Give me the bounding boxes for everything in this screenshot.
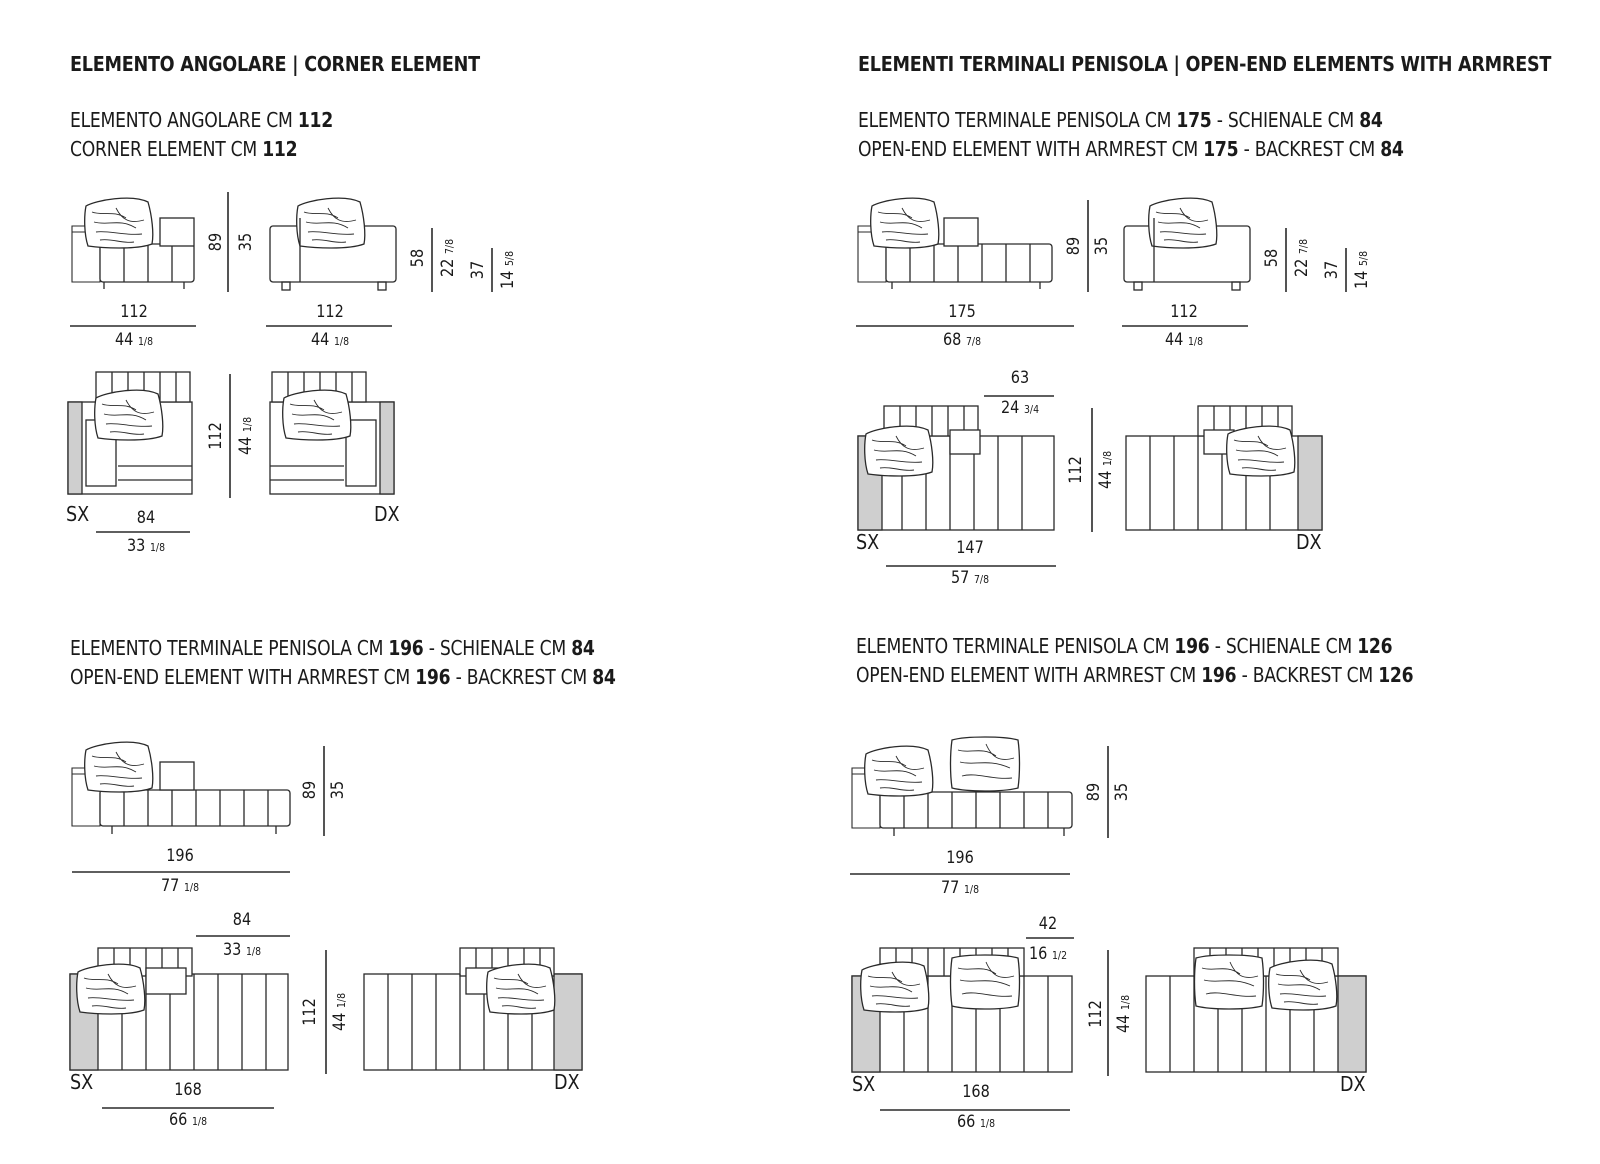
dim-depth-44-inch-175: 44 1/8 — [1096, 450, 1116, 490]
dim-back-16-inch: 16 1/2 — [1028, 944, 1068, 964]
corner-side-view-right — [269, 197, 397, 291]
dim-height-37-175: 37 — [1322, 260, 1342, 280]
dim-depth-112-126: 112 — [1086, 1000, 1106, 1028]
heading-corner-element: ELEMENTO ANGOLARE | CORNER ELEMENT — [70, 52, 480, 76]
dim-width-147: 147 — [956, 538, 984, 558]
dim-back-42: 42 — [1038, 914, 1058, 934]
corner-dim-lines — [70, 192, 493, 533]
label-sx-corner: SX — [66, 502, 90, 526]
dim-width-44-inch: 44 1/8 — [114, 330, 154, 350]
open-end-196-84-side-view — [71, 741, 291, 834]
dim-height-37: 37 — [468, 260, 488, 280]
dim-back-33-inch: 33 1/8 — [222, 940, 262, 960]
dim-back-84: 84 — [232, 910, 252, 930]
open-end-175-top-view-dx — [1125, 405, 1323, 531]
dim-height-89-175: 89 — [1064, 236, 1084, 256]
dim-back-24-inch: 24 3/4 — [1000, 398, 1040, 418]
label-dx-corner: DX — [374, 502, 400, 526]
corner-top-view-dx — [269, 371, 395, 495]
dim-width-175: 175 — [948, 302, 976, 322]
open-end-196-84-top-view-dx — [363, 947, 583, 1071]
dim-height-22-inch-175: 22 7/8 — [1292, 238, 1312, 278]
dim-width-168-126: 168 — [962, 1082, 990, 1102]
caption-175-en: OPEN-END ELEMENT WITH ARMREST CM 175 - B… — [858, 137, 1404, 161]
dim-width-196-126: 196 — [946, 848, 974, 868]
caption-196-84-en: OPEN-END ELEMENT WITH ARMREST CM 196 - B… — [70, 665, 616, 689]
caption-175-it: ELEMENTO TERMINALE PENISOLA CM 175 - SCH… — [858, 108, 1383, 132]
open-end-175-side-view — [857, 197, 1053, 289]
open-end-175-dim-lines — [856, 200, 1347, 567]
open-end-196-126-dim-lines — [850, 746, 1109, 1111]
caption-open-end-196-126: ELEMENTO TERMINALE PENISOLA CM 196 - SCH… — [856, 632, 1414, 690]
label-dx-196-126: DX — [1340, 1072, 1366, 1096]
caption-196-126-it: ELEMENTO TERMINALE PENISOLA CM 196 - SCH… — [856, 634, 1393, 658]
corner-top-view-sx — [67, 371, 193, 495]
dim-width-66-inch-126: 66 1/8 — [956, 1112, 996, 1132]
dim-height-89: 89 — [206, 232, 226, 252]
dim-width-66-inch: 66 1/8 — [168, 1110, 208, 1130]
dim-height-22-inch: 22 7/8 — [438, 238, 458, 278]
dim-height-35-196: 35 — [328, 780, 348, 800]
dim-height-58: 58 — [408, 248, 428, 268]
dim-depth-44-inch-126: 44 1/8 — [1114, 994, 1134, 1034]
dim-height-58-175: 58 — [1262, 248, 1282, 268]
dim-seat-84: 84 — [136, 508, 156, 528]
dim-width-44-inch-b: 44 1/8 — [310, 330, 350, 350]
dim-width-77-inch: 77 1/8 — [160, 876, 200, 896]
dim-width-112-175: 112 — [1170, 302, 1198, 322]
open-end-196-126-top-view-sx — [851, 947, 1073, 1073]
dim-width-196: 196 — [166, 846, 194, 866]
label-sx-196-126: SX — [852, 1072, 876, 1096]
dim-width-77-inch-126: 77 1/8 — [940, 878, 980, 898]
open-end-175-side-view-back — [1123, 197, 1251, 291]
dim-height-35-175: 35 — [1092, 236, 1112, 256]
dim-depth-112: 112 — [206, 422, 226, 450]
dim-height-89-196: 89 — [300, 780, 320, 800]
dim-depth-44-inch: 44 1/8 — [236, 416, 256, 456]
open-end-196-84-dim-lines — [72, 746, 327, 1109]
caption-corner: ELEMENTO ANGOLARE CM 112 CORNER ELEMENT … — [70, 106, 333, 164]
caption-corner-it: ELEMENTO ANGOLARE CM 112 — [70, 108, 333, 132]
caption-196-84-it: ELEMENTO TERMINALE PENISOLA CM 196 - SCH… — [70, 636, 595, 660]
dim-width-68-inch: 68 7/8 — [942, 330, 982, 350]
dim-width-112: 112 — [120, 302, 148, 322]
label-sx-196-84: SX — [70, 1070, 94, 1094]
dim-width-112-b: 112 — [316, 302, 344, 322]
dim-width-44-inch-175: 44 1/8 — [1164, 330, 1204, 350]
open-end-196-84-top-view-sx — [69, 947, 289, 1071]
dim-height-14-inch: 14 5/8 — [498, 250, 518, 290]
dim-width-57-inch: 57 7/8 — [950, 568, 990, 588]
dim-seat-33-inch: 33 1/8 — [126, 536, 166, 556]
corner-side-view-left — [71, 197, 195, 289]
label-dx-175: DX — [1296, 530, 1322, 554]
open-end-196-126-top-view-dx — [1145, 947, 1367, 1073]
dim-height-89-126: 89 — [1084, 782, 1104, 802]
caption-open-end-196-84: ELEMENTO TERMINALE PENISOLA CM 196 - SCH… — [70, 634, 616, 692]
label-sx-175: SX — [856, 530, 880, 554]
caption-196-126-en: OPEN-END ELEMENT WITH ARMREST CM 196 - B… — [856, 663, 1414, 687]
caption-corner-en: CORNER ELEMENT CM 112 — [70, 137, 298, 161]
dim-depth-112-175: 112 — [1066, 456, 1086, 484]
open-end-196-126-side-view — [851, 736, 1073, 836]
dim-height-35-126: 35 — [1112, 782, 1132, 802]
dim-depth-112-196: 112 — [300, 998, 320, 1026]
dim-width-168: 168 — [174, 1080, 202, 1100]
dim-height-35: 35 — [236, 232, 256, 252]
heading-open-end-elements: ELEMENTI TERMINALI PENISOLA | OPEN-END E… — [858, 52, 1552, 76]
dim-depth-44-inch-196: 44 1/8 — [330, 992, 350, 1032]
label-dx-196-84: DX — [554, 1070, 580, 1094]
caption-open-end-175: ELEMENTO TERMINALE PENISOLA CM 175 - SCH… — [858, 106, 1404, 164]
open-end-175-top-view-sx — [857, 405, 1055, 531]
dim-back-63: 63 — [1010, 368, 1030, 388]
dim-height-14-inch-175: 14 5/8 — [1352, 250, 1372, 290]
